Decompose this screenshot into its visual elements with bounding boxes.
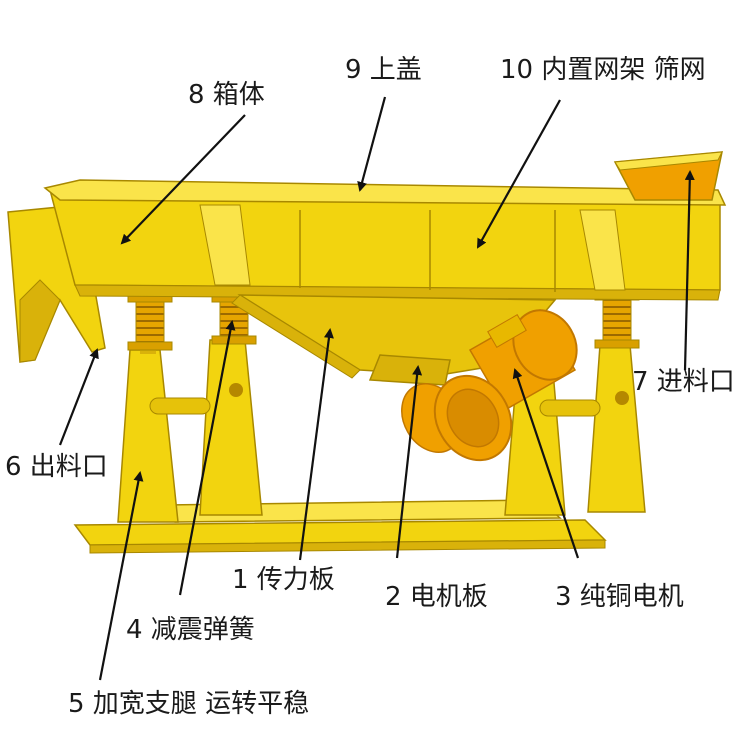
- arrow-4: [178, 320, 236, 596]
- label-10-screen-frame: 10 内置网架 筛网: [500, 55, 706, 85]
- arrow-9: [357, 96, 387, 192]
- label-3-copper-motor: 3 纯铜电机: [555, 582, 684, 612]
- top-cover: [43, 179, 727, 206]
- arrow-6: [58, 348, 99, 446]
- label-6-discharge-outlet: 6 出料口: [5, 452, 108, 482]
- screen-box: [49, 189, 721, 301]
- base-frame: [73, 499, 607, 554]
- label-8-box: 8 箱体: [188, 80, 265, 110]
- label-5-widened-legs: 5 加宽支腿 运转平稳: [68, 689, 309, 719]
- label-9-top-cover: 9 上盖: [345, 55, 422, 85]
- label-7-feed-inlet: 7 进料口: [632, 367, 735, 397]
- callout-labels: 8 箱体 9 上盖 10 内置网架 筛网 7 进料口 6 出料口 1 传力板 2…: [5, 55, 735, 719]
- motor-plate: [368, 354, 451, 386]
- label-2-motor-plate: 2 电机板: [385, 582, 488, 612]
- callout-arrows: [58, 96, 695, 681]
- arrow-1: [298, 328, 334, 561]
- arrow-10: [477, 99, 561, 249]
- arrow-2: [395, 365, 423, 559]
- arrow-3: [512, 368, 580, 559]
- arrow-7: [683, 170, 695, 371]
- label-1-force-plate: 1 传力板: [232, 565, 335, 595]
- label-4-damping-spring: 4 减震弹簧: [126, 615, 255, 645]
- arrow-5: [98, 471, 144, 681]
- feed-inlet: [613, 151, 723, 201]
- vibration-motor: [401, 308, 578, 462]
- arrow-8: [120, 114, 246, 245]
